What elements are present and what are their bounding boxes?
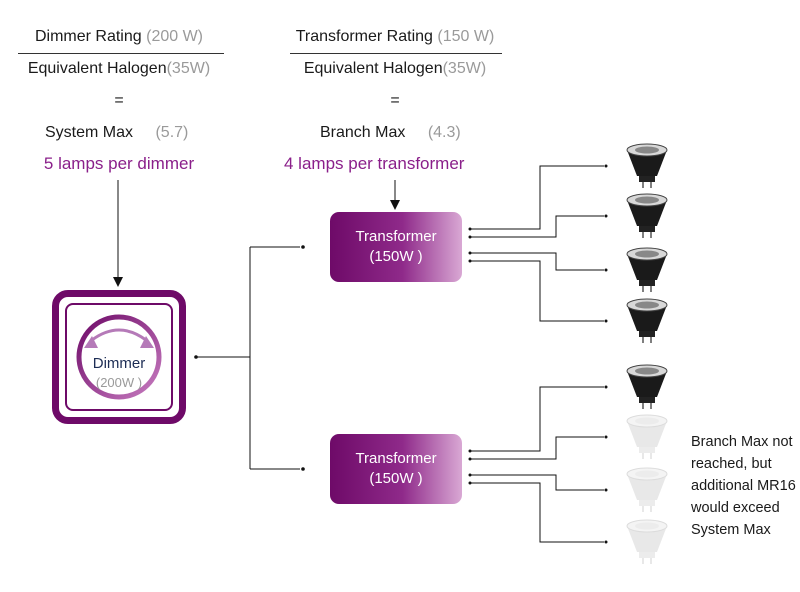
transformer-box-top: Transformer (150W ) <box>330 212 462 282</box>
dimmer-to-transformer-wires <box>196 246 300 470</box>
mr16-lamp-icon <box>626 143 668 189</box>
transformer-bottom-label: Transformer <box>355 450 437 467</box>
dimmer-rating: (200W ) <box>95 375 143 390</box>
transformer-halogen-label: Equivalent Halogen <box>303 60 443 77</box>
transformer-rating-value: (150 W) <box>437 28 495 45</box>
transformer-halogen-value: (35W) <box>442 60 487 77</box>
branch-max-value: (4.3) <box>427 124 461 141</box>
mr16-lamp-icon <box>626 298 668 344</box>
dimmer-summary: 5 lamps per dimmer <box>43 154 195 173</box>
dimmer-inner-frame <box>65 303 173 411</box>
dimmer-rating-label: Dimmer Rating <box>34 28 142 45</box>
dimmer-label: Dimmer <box>92 355 146 372</box>
transformer-summary: 4 lamps per transformer <box>284 154 465 173</box>
mr16-lamp-icon-faded <box>626 519 668 565</box>
dimmer-formula-numerator: Dimmer Rating (200 W) <box>14 28 224 46</box>
mr16-lamp-icon <box>626 247 668 293</box>
dimmer-halogen-label: Equivalent Halogen <box>27 60 167 77</box>
mr16-lamp-icon-faded <box>626 414 668 460</box>
transformer-formula-divider <box>290 53 502 54</box>
system-max-note: Branch Max not reached, but additional M… <box>691 434 796 538</box>
dimmer-formula-equals: = <box>114 92 124 109</box>
system-max-label: System Max <box>45 124 134 141</box>
top-transformer-wires <box>470 165 604 322</box>
transformer-formula-result: Branch Max (4.3) <box>320 124 461 142</box>
dimmer-rating-value: (200 W) <box>146 28 204 45</box>
dimmer-halogen-value: (35W) <box>166 60 211 77</box>
mr16-lamp-icon <box>626 364 668 410</box>
transformer-rating-label: Transformer Rating <box>295 28 433 45</box>
transformer-top-rating: (150W ) <box>369 248 423 265</box>
rotate-arrows-icon <box>76 314 162 400</box>
transformer-formula-numerator: Transformer Rating (150 W) <box>283 28 507 46</box>
dimmer-formula-result: System Max (5.7) <box>45 124 188 142</box>
mr16-lamp-icon <box>626 193 668 239</box>
transformer-formula-equals: = <box>390 92 400 109</box>
dimmer-formula-denominator: Equivalent Halogen(35W) <box>14 60 224 78</box>
bottom-transformer-wires <box>470 386 604 543</box>
transformer-top-label: Transformer <box>355 228 437 245</box>
system-max-value: (5.7) <box>155 124 189 141</box>
dimmer-box: Dimmer (200W ) <box>52 290 186 424</box>
dimmer-formula-divider <box>18 53 224 54</box>
transformer-bottom-rating: (150W ) <box>369 470 423 487</box>
transformer-box-bottom: Transformer (150W ) <box>330 434 462 504</box>
transformer-formula-denominator: Equivalent Halogen(35W) <box>283 60 507 78</box>
mr16-lamp-icon-faded <box>626 467 668 513</box>
branch-max-label: Branch Max <box>320 124 406 141</box>
